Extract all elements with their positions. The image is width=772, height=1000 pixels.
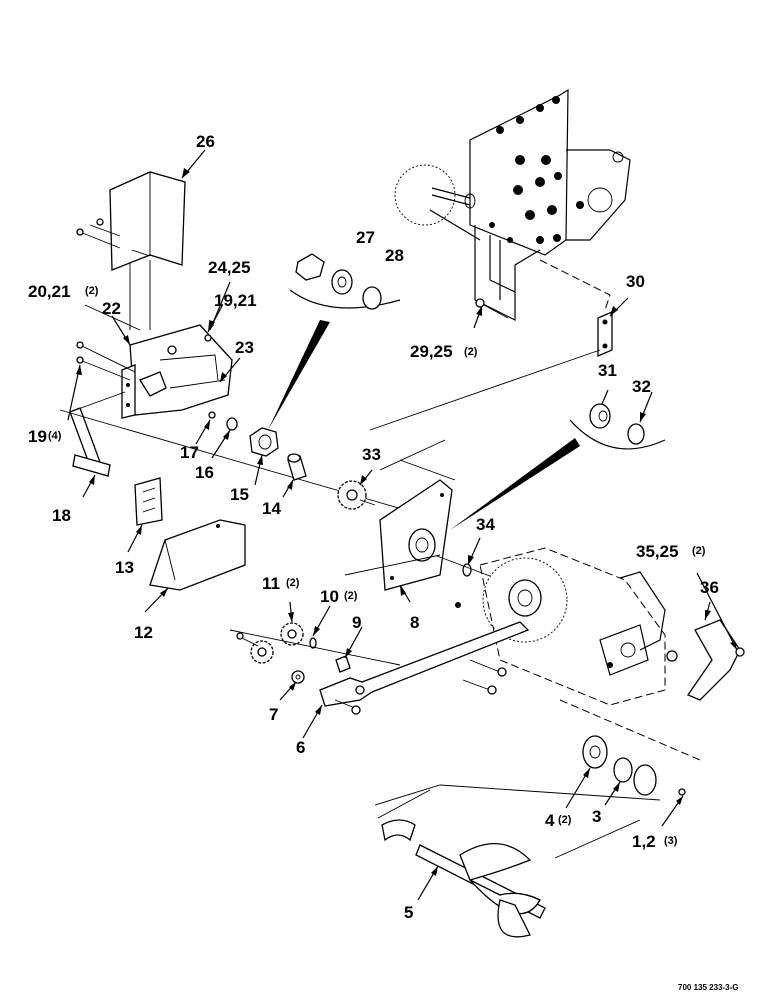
- callout-16: 16: [195, 463, 214, 482]
- bearing-flange-4: [582, 735, 608, 769]
- bushing-9: [335, 655, 351, 673]
- callout-5: 5: [404, 903, 413, 922]
- shield-26: [76, 171, 186, 330]
- knife-36: [687, 619, 745, 701]
- callout-4-qty: (2): [558, 814, 572, 826]
- callout-35-25-qty: (2): [692, 545, 706, 557]
- callout-22: 22: [102, 299, 121, 318]
- callout-32: 32: [632, 377, 651, 396]
- callout-35-25: 35,25: [636, 542, 679, 561]
- leader-arrows: [67, 149, 738, 901]
- callout-27: 27: [356, 228, 375, 247]
- callout-11-qty: (2): [286, 577, 300, 589]
- callout-13: 13: [115, 558, 134, 577]
- bearing-15: [249, 427, 279, 457]
- washer-17: [208, 411, 216, 419]
- callout-4: 4: [545, 811, 555, 830]
- callout-11: 11: [262, 574, 280, 593]
- detail-31-32: [450, 403, 666, 530]
- callout-28: 28: [385, 246, 404, 265]
- callout-1-2-qty: (3): [664, 835, 678, 847]
- centerline-upper: [59, 409, 441, 521]
- bearing-3: [613, 757, 633, 783]
- bracket-30: [597, 311, 613, 357]
- callout-23: 23: [235, 338, 254, 357]
- callout-1-2: 1,2: [632, 832, 656, 851]
- callout-9: 9: [352, 613, 361, 632]
- callout-6: 6: [296, 738, 305, 757]
- callout-19-21: 19,21: [214, 291, 257, 310]
- centerline-bearings: [559, 699, 701, 761]
- callout-10: 10: [320, 587, 339, 606]
- spacer-14: [287, 453, 307, 481]
- nut-7: [291, 670, 305, 684]
- washer-16: [226, 417, 238, 431]
- callout-34: 34: [476, 515, 495, 534]
- callout-30: 30: [626, 272, 645, 291]
- callout-3: 3: [592, 807, 601, 826]
- callout-24-25: 24,25: [208, 258, 251, 277]
- flange-4b: [633, 764, 657, 796]
- bolts-housing: [462, 659, 507, 695]
- bolt-1: [678, 788, 686, 796]
- sprocket-11: [236, 622, 304, 664]
- callout-31: 31: [598, 361, 617, 380]
- callout-17: 17: [180, 443, 199, 462]
- auger-5: [381, 819, 546, 938]
- callout-12: 12: [134, 623, 153, 642]
- centerline-idler: [229, 629, 401, 666]
- gearbox-housing: [344, 349, 678, 706]
- frame-plate: [394, 88, 631, 321]
- sprocket-33: [337, 480, 376, 510]
- callout-18: 18: [52, 506, 71, 525]
- callout-26: 26: [196, 132, 215, 151]
- callout-10-qty: (2): [344, 590, 358, 602]
- callout-20-21-qty: (2): [85, 285, 99, 297]
- callout-33: 33: [362, 445, 381, 464]
- leader-5-frame: [374, 784, 661, 859]
- mounting-plate: [76, 304, 233, 419]
- guard-12: [149, 519, 246, 591]
- plate-8: [379, 479, 453, 591]
- callout-15: 15: [230, 485, 249, 504]
- figure-code: 700 135 233-3-G: [678, 983, 739, 992]
- bolt-29: [475, 298, 509, 319]
- callout-19: 19: [28, 427, 47, 446]
- callout-7: 7: [269, 705, 278, 724]
- callout-14: 14: [262, 499, 281, 518]
- idler-arm-6: [319, 621, 530, 715]
- callout-8: 8: [410, 613, 419, 632]
- callout-labels: 26 27 28 30 24,25 20,21 (2) 22 19,21 23 …: [28, 132, 739, 992]
- callout-29-25-qty: (2): [464, 346, 478, 358]
- callout-36: 36: [700, 578, 719, 597]
- handle-18: [69, 391, 126, 477]
- detail-27-28: [268, 253, 401, 430]
- callout-20-21: 20,21: [28, 282, 71, 301]
- callout-29-25: 29,25: [410, 342, 453, 361]
- bracket-13: [134, 477, 163, 526]
- callout-19-qty: (4): [48, 430, 62, 442]
- washer-10: [309, 637, 317, 649]
